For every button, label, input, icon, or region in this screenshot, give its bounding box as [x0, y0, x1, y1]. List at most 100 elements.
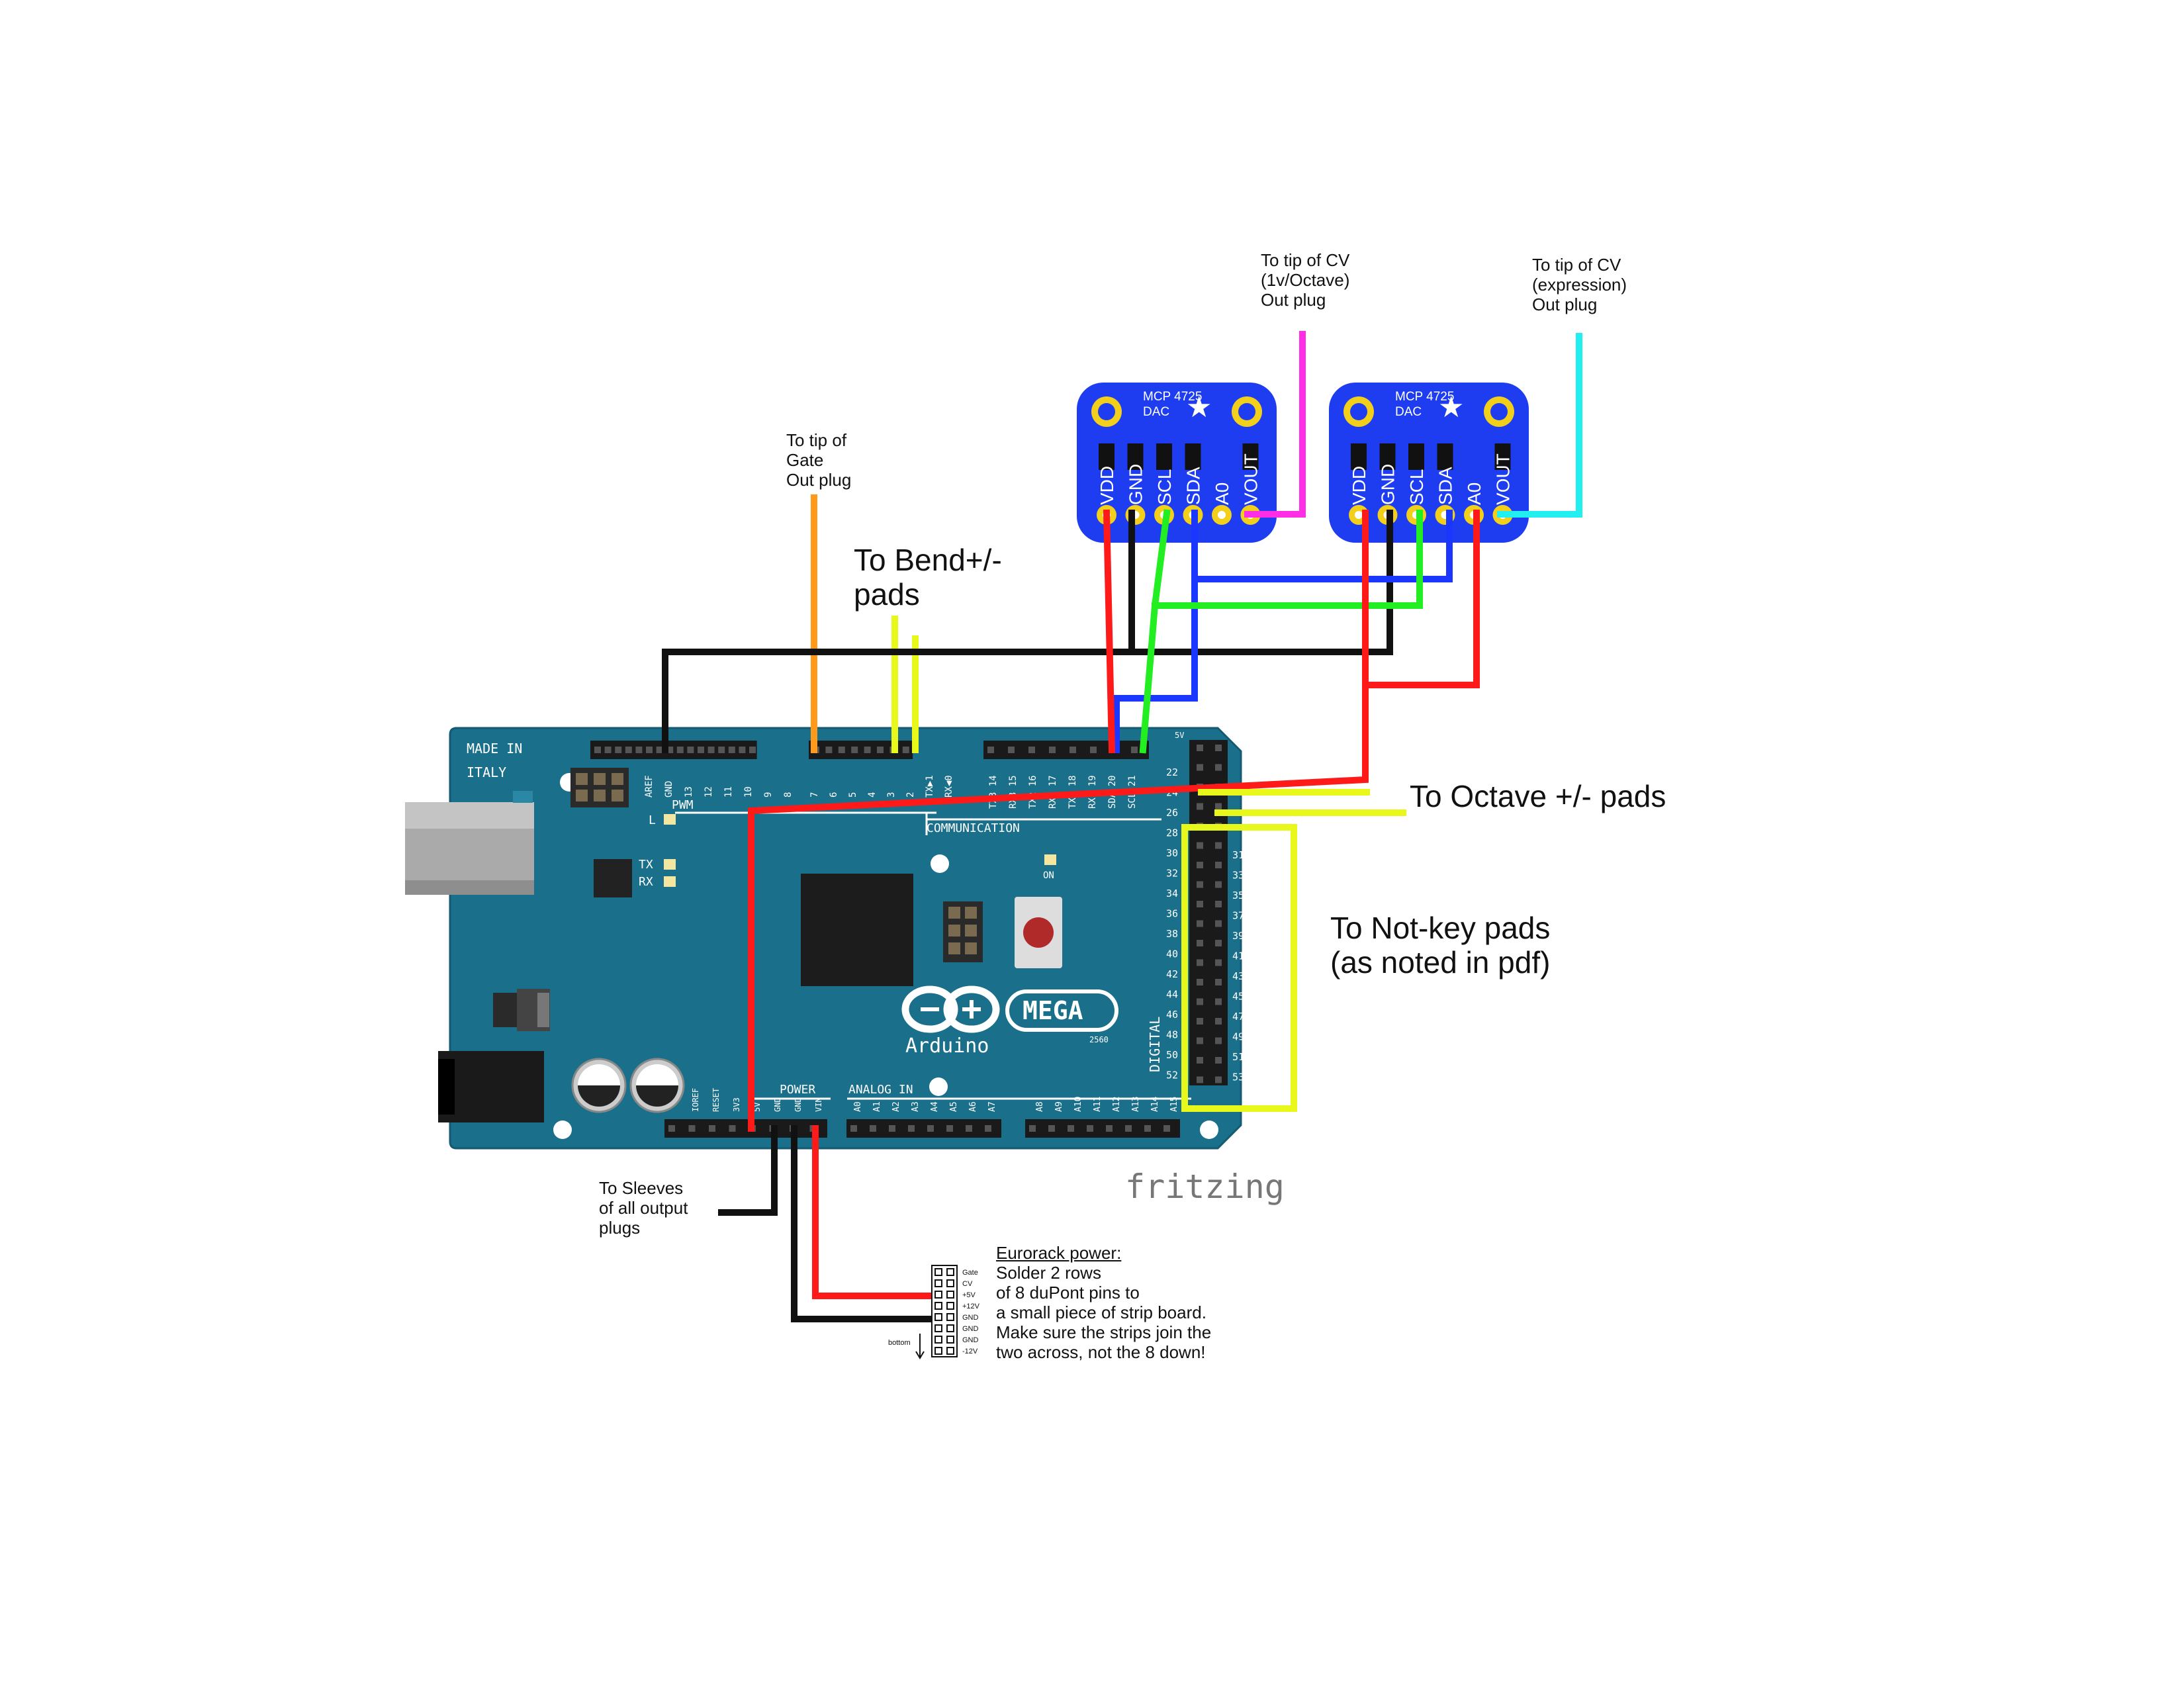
pin-label: 53: [1232, 1072, 1244, 1083]
header-pin: [1215, 1057, 1222, 1064]
header-pin: [1197, 764, 1203, 771]
header-pin: [946, 1125, 953, 1132]
star-icon: ★: [1186, 391, 1212, 424]
eurorack-bottom-label: bottom: [888, 1339, 911, 1347]
dac-pin-label: GND: [1378, 464, 1398, 505]
rx-label: RX: [639, 875, 653, 889]
wire-5v-eurorack-red: [812, 1125, 936, 1299]
header-pin: [1125, 1125, 1132, 1132]
pin-label: 48: [1166, 1029, 1178, 1041]
header-pin: [889, 1125, 895, 1132]
header-pin: [666, 747, 674, 753]
dac-pin-label: VOUT: [1241, 453, 1261, 505]
pin-label: 28: [1166, 827, 1178, 839]
dac-subtitle: DAC: [1143, 405, 1169, 419]
header-digital-double: [1189, 740, 1228, 1085]
reset-button[interactable]: [1015, 897, 1062, 968]
dac-pin-label: VOUT: [1493, 453, 1514, 505]
header-pin: [1197, 959, 1203, 966]
capacitor: [571, 1058, 627, 1113]
annotation-eurorack-body: Solder 2 rows of 8 duPont pins to a smal…: [996, 1263, 1212, 1362]
header-pin: [676, 747, 684, 753]
header-pin: [908, 1125, 915, 1132]
eurorack-pin-label: GND: [962, 1325, 979, 1333]
pin-label: A0: [853, 1101, 863, 1112]
header-pin: [1215, 881, 1222, 888]
pin-label: 49: [1232, 1031, 1244, 1043]
pwm-label: PWM: [672, 798, 694, 812]
pin-label: 3: [886, 792, 897, 798]
wire-vout-magenta: [1244, 331, 1306, 518]
header-pin: [1197, 998, 1203, 1005]
dac-pin-label: A0: [1212, 482, 1232, 505]
annotation-gate: To tip of Gate Out plug: [786, 430, 852, 490]
header-pin: [870, 1125, 876, 1132]
pin-label: 5V: [752, 1103, 762, 1112]
mounting-hole: [553, 1120, 572, 1139]
header-pin: [1197, 1076, 1203, 1083]
header-pin: [1197, 862, 1203, 868]
dac-pin-label: A0: [1464, 482, 1484, 505]
pin-label: A6: [968, 1101, 978, 1112]
header-pin: [646, 747, 653, 753]
header-pin: [850, 1125, 857, 1132]
dac-pin-label: SCL: [1406, 469, 1427, 505]
pin-label: 12: [704, 786, 714, 798]
annotation-bend-pads: To Bend+/- pads: [854, 543, 1002, 612]
pin-label: 3V3: [732, 1097, 741, 1112]
mounting-hole: [929, 1077, 948, 1096]
pin-label: 2: [905, 792, 916, 798]
pin-label: VIN: [814, 1097, 823, 1112]
header-pin: [688, 1125, 696, 1132]
pin-label: IOREF: [691, 1088, 700, 1112]
pin-label: 44: [1166, 989, 1178, 1001]
header-pin: [966, 1125, 972, 1132]
pin-label: RX2 17: [1048, 775, 1058, 809]
annotation-cv-1v-octave: To tip of CV (1v/Octave) Out plug: [1261, 250, 1350, 310]
wire-gnd-eurorack-black: [791, 1125, 936, 1322]
pin-label: 51: [1232, 1051, 1244, 1063]
header-pin: [927, 1125, 934, 1132]
header-power: [664, 1119, 827, 1138]
header-pin: [625, 747, 632, 753]
dac-title: MCP 4725: [1143, 390, 1202, 404]
pin-label: 43: [1232, 970, 1244, 982]
header-pin: [1215, 764, 1222, 771]
header-pin: [1215, 1037, 1222, 1044]
header-pin: [604, 747, 612, 753]
l-led: [664, 814, 676, 825]
pin-label: A1: [872, 1101, 882, 1112]
pin-label: TX▶1: [925, 775, 935, 798]
wire-vout-cyan: [1497, 333, 1582, 518]
header-pin: [1008, 747, 1015, 753]
eurorack-pin-label: GND: [962, 1314, 979, 1322]
pin-label: 36: [1166, 908, 1178, 920]
header-pin: [668, 1125, 675, 1132]
header-pin: [698, 747, 704, 753]
header-pin: [1197, 979, 1203, 985]
pin-label: 11: [723, 786, 734, 798]
dac-pin-label: SCL: [1154, 469, 1175, 505]
pin-label: 26: [1166, 807, 1178, 819]
mega-logo-text: MEGA: [1023, 996, 1083, 1025]
header-pin: [1163, 1125, 1170, 1132]
dac-pin-label: GND: [1126, 464, 1146, 505]
power-label: POWER: [780, 1083, 815, 1097]
header-pin: [1215, 1018, 1222, 1025]
pin-label: 37: [1232, 910, 1244, 922]
header-pin: [1215, 745, 1222, 751]
pin-label: A5: [949, 1101, 959, 1112]
header-pin: [1068, 1125, 1074, 1132]
wire-scl-green: [1152, 510, 1423, 609]
icsp-header: [943, 901, 983, 962]
annotation-octave-pads: To Octave +/- pads: [1410, 779, 1666, 813]
pin-label: 5: [848, 792, 858, 798]
fritzing-watermark: fritzing: [1125, 1167, 1285, 1206]
pin-label: A2: [891, 1101, 901, 1112]
header-pin: [687, 747, 694, 753]
header-pin: [1028, 747, 1035, 753]
pin-label: 22: [1166, 766, 1178, 778]
